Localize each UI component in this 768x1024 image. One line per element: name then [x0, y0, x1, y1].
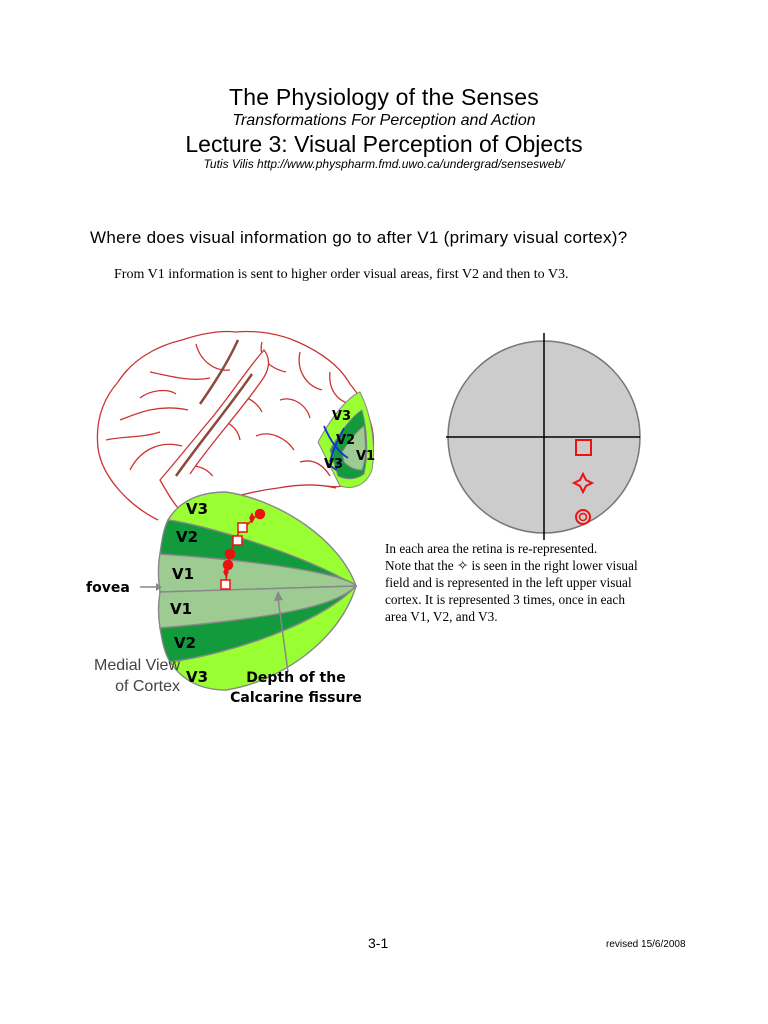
page-subtitle: Transformations For Perception and Actio…	[232, 112, 536, 129]
caption-line: In each area the retina is re-represente…	[385, 541, 598, 556]
band-label-v3-lower: V3	[186, 668, 208, 686]
target-marker	[575, 509, 591, 525]
temporal-lobe	[159, 348, 337, 517]
brain-label-v3-bottom: V3	[324, 457, 343, 472]
band-label-v1-upper: V1	[172, 565, 194, 583]
author-line: Tutis Vilis http://www.physpharm.fmd.uwo…	[203, 157, 565, 171]
fovea-label: fovea	[86, 580, 130, 596]
visual-field-circle	[446, 333, 641, 540]
depth-label-line1: Depth of the	[246, 670, 345, 686]
star-marker	[571, 471, 595, 495]
band-v3-lower	[168, 585, 357, 691]
band-label-v3-upper: V3	[186, 500, 208, 518]
cortex-markers	[220, 508, 266, 590]
lecture-title: Lecture 3: Visual Perception of Objects	[185, 131, 583, 157]
square-marker	[575, 439, 592, 456]
caption-line: cortex. It is represented 3 times, once …	[385, 592, 625, 607]
brain-label-v2: V2	[336, 433, 355, 448]
depth-label-line2: Calcarine fissure	[230, 690, 362, 706]
brain-label-v3-top: V3	[332, 409, 351, 424]
band-label-v2-upper: V2	[176, 528, 198, 546]
page-number: 3-1	[368, 935, 389, 951]
occipital-inset: V3 V2 V1 V3	[317, 391, 375, 488]
medial-view-line1: Medial View	[94, 657, 180, 674]
intro-paragraph: From V1 information is sent to higher or…	[114, 267, 569, 282]
band-v2-upper	[159, 519, 357, 587]
page-title: The Physiology of the Senses	[229, 84, 539, 110]
caption-line: Note that the ✧ is seen in the right low…	[385, 558, 638, 573]
band-v1-upper	[157, 553, 358, 593]
band-label-v1-lower: V1	[170, 600, 192, 618]
revision-date: revised 15/6/2008	[606, 939, 686, 950]
caption-line: field and is represented in the left upp…	[385, 575, 632, 590]
band-label-v2-lower: V2	[174, 634, 196, 652]
figure-caption: In each area the retina is re-represente…	[385, 540, 695, 625]
caption-line: area V1, V2, and V3.	[385, 609, 498, 624]
medial-view-line2: of Cortex	[115, 678, 180, 695]
brain-label-v1: V1	[356, 449, 375, 464]
section-question: Where does visual information go to afte…	[90, 228, 628, 247]
medial-cortex-wedge	[157, 491, 358, 691]
